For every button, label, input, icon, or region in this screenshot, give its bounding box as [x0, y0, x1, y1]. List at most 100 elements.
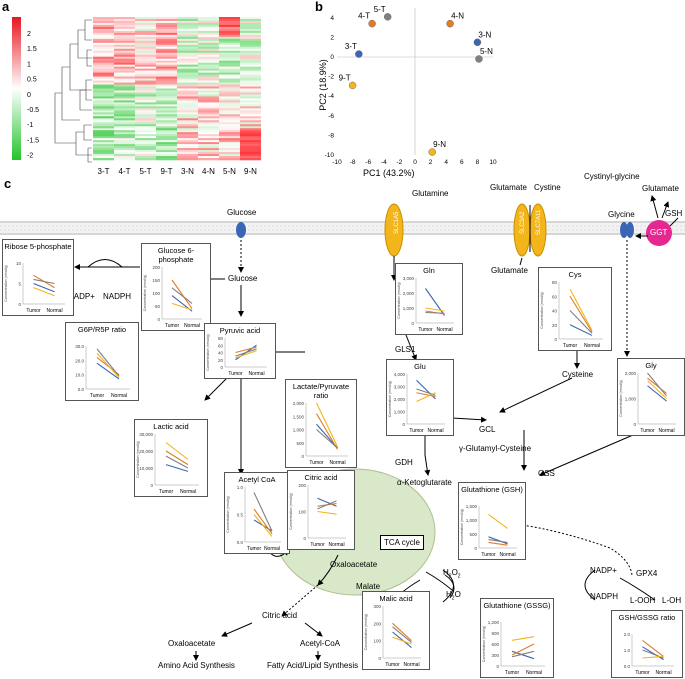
heatmap-cell — [177, 92, 198, 95]
heatmap-cell — [219, 38, 240, 42]
heatmap-cell — [93, 154, 114, 157]
heatmap-cell — [219, 80, 240, 83]
heatmap-cell — [93, 78, 114, 81]
heatmap-cell — [135, 32, 156, 36]
heatmap-cell — [177, 17, 198, 20]
heatmap-cell — [219, 58, 240, 61]
heatmap-cell — [114, 64, 135, 67]
heatmap-cell — [177, 62, 198, 65]
heatmap-cell — [219, 50, 240, 54]
box-x-label-normal: Normal — [184, 323, 200, 329]
box-y-tick: 100 — [152, 291, 160, 296]
box-y-tick: 300 — [491, 653, 499, 658]
heatmap-cell — [114, 28, 135, 32]
heatmap-cell — [93, 118, 114, 121]
heatmap-cell — [114, 74, 135, 77]
label-glutamine: Glutamine — [412, 189, 449, 198]
box-series-line — [511, 636, 535, 641]
box-y-tick: 0 — [378, 656, 381, 661]
heatmap-cell — [177, 46, 198, 50]
pca-y-tick: 0 — [330, 54, 334, 61]
label-glycine: Glycine — [608, 210, 635, 219]
heatmap-cell — [177, 68, 198, 71]
heatmap-cell — [177, 80, 198, 83]
pca-point — [355, 50, 363, 58]
heatmap-cell — [135, 64, 156, 67]
box-series-line — [235, 350, 257, 359]
heatmap-cell — [156, 24, 177, 28]
heatmap-cell — [135, 96, 156, 99]
heatmap-cell — [93, 150, 114, 153]
pca-y-tick: 2 — [330, 34, 334, 41]
pca-y-tick: -8 — [328, 132, 334, 139]
heatmap-cell — [198, 134, 219, 137]
box-title: Acetyl CoA — [238, 475, 276, 484]
heatmap-cell — [93, 132, 114, 135]
heatmap-cell — [93, 94, 114, 97]
heatmap-cell — [177, 112, 198, 115]
heatmap-cell — [93, 62, 114, 65]
heatmap-cell — [198, 34, 219, 38]
pca-points: 3-T4-T5-T9-T4-N3-N5-N9-N — [339, 5, 493, 156]
box-series-line — [569, 324, 593, 336]
box-title: Citric acid — [304, 473, 338, 482]
heatmap-cell — [177, 86, 198, 89]
heatmap-cell — [219, 154, 240, 157]
heatmap-cell — [177, 132, 198, 135]
heatmap-cell — [240, 24, 261, 28]
heatmap-cell — [177, 82, 198, 85]
box-y-tick: 0.0 — [78, 387, 85, 392]
box-x-label-tumor: Tumor — [310, 542, 325, 548]
heatmap-cell — [219, 42, 240, 46]
heatmap-cell — [198, 24, 219, 28]
pca-point — [475, 55, 483, 63]
heatmap-cell — [177, 104, 198, 107]
heatmap-cell — [135, 86, 156, 89]
box-y-tick: 1,000 — [466, 518, 478, 523]
heatmap-cell — [240, 126, 261, 129]
heatmap-cell — [219, 20, 240, 24]
heatmap-cell — [177, 142, 198, 145]
heatmap-cell — [114, 38, 135, 42]
heatmap-cell — [93, 54, 114, 58]
box-title: Glutathione (GSH) — [461, 485, 523, 494]
heatmap-cell — [135, 112, 156, 115]
heatmap-cell — [177, 118, 198, 121]
heatmap-cell — [114, 110, 135, 113]
heatmap-cell — [93, 58, 114, 61]
heatmap-cell — [198, 120, 219, 123]
heatmap-cell — [219, 94, 240, 97]
heatmap-cell — [177, 116, 198, 119]
heatmap-cell — [177, 108, 198, 111]
heatmap-cell — [135, 134, 156, 137]
heatmap-cell — [219, 136, 240, 139]
heatmap-column-label: 4-N — [202, 167, 215, 176]
label-glucose: Glucose — [228, 274, 258, 283]
heatmap-cell — [135, 158, 156, 161]
box-series-line — [316, 413, 338, 450]
heatmap-cell — [93, 56, 114, 60]
box-y-tick: 0.0 — [624, 664, 631, 669]
box-x-label-tumor: Tumor — [640, 428, 655, 434]
heatmap-cell — [240, 100, 261, 103]
heatmap-cell — [177, 126, 198, 129]
heatmap-cell — [198, 50, 219, 54]
heatmap-cell — [93, 110, 114, 113]
heatmap-cell — [198, 102, 219, 105]
heatmap-cell — [219, 28, 240, 32]
heatmap-cell — [177, 24, 198, 28]
heatmap-cell — [135, 94, 156, 97]
heatmap-cell — [198, 136, 219, 139]
pca-point — [446, 19, 454, 28]
box-title: Cys — [568, 270, 582, 279]
heatmap-cell — [114, 36, 135, 40]
box-x-label-normal: Normal — [526, 670, 542, 676]
heatmap-cell — [240, 36, 261, 40]
heatmap-cell — [198, 126, 219, 129]
heatmap-cell — [156, 86, 177, 89]
heatmap-cell — [219, 88, 240, 91]
box-series-line — [642, 639, 664, 657]
heatmap-cell — [156, 46, 177, 50]
